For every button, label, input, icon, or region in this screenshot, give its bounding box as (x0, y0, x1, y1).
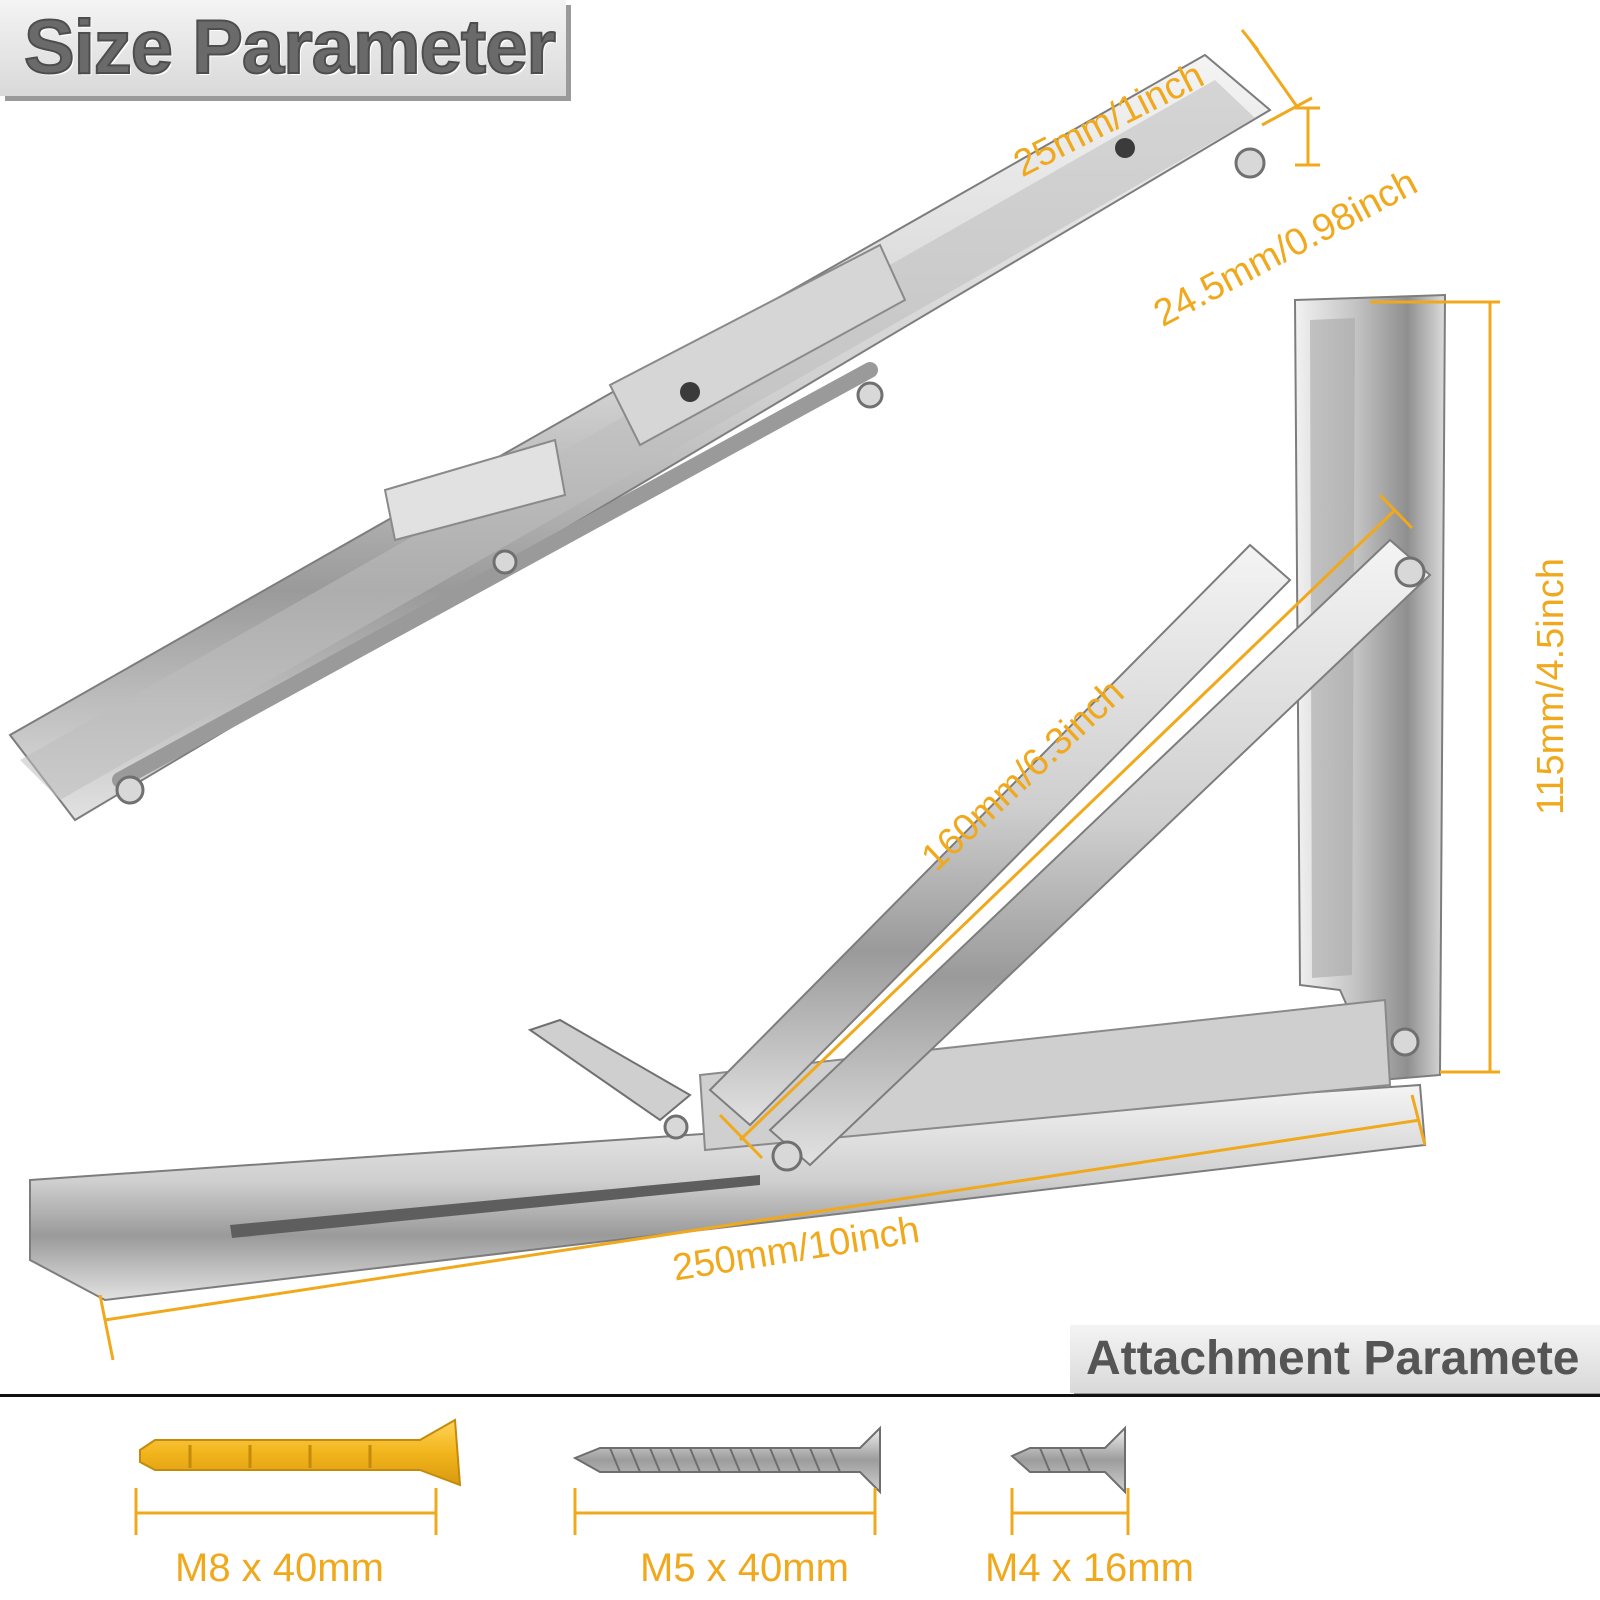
section-divider (0, 1394, 1600, 1397)
folded-bracket (8, 53, 1272, 822)
attachment-dimension-lines (134, 1488, 1130, 1535)
anchor-size-label: M8 x 40mm (175, 1546, 384, 1590)
short-screw-icon (1010, 1425, 1126, 1495)
attachment-parameter-header: Attachment Paramete (1070, 1325, 1600, 1393)
height-label: 115mm/4.5inch (1530, 558, 1572, 815)
size-parameter-header: Size Parameter (0, 0, 566, 96)
attachment-heading: Attachment Paramete (1086, 1332, 1580, 1385)
open-bracket (29, 293, 1447, 1302)
page-title: Size Parameter (23, 5, 557, 90)
short-screw-size-label: M4 x 16mm (985, 1546, 1194, 1590)
long-screw-icon (572, 1425, 881, 1495)
dimension-lines (98, 29, 1500, 1361)
wall-anchor-icon (139, 1418, 462, 1487)
long-screw-size-label: M5 x 40mm (640, 1546, 849, 1590)
